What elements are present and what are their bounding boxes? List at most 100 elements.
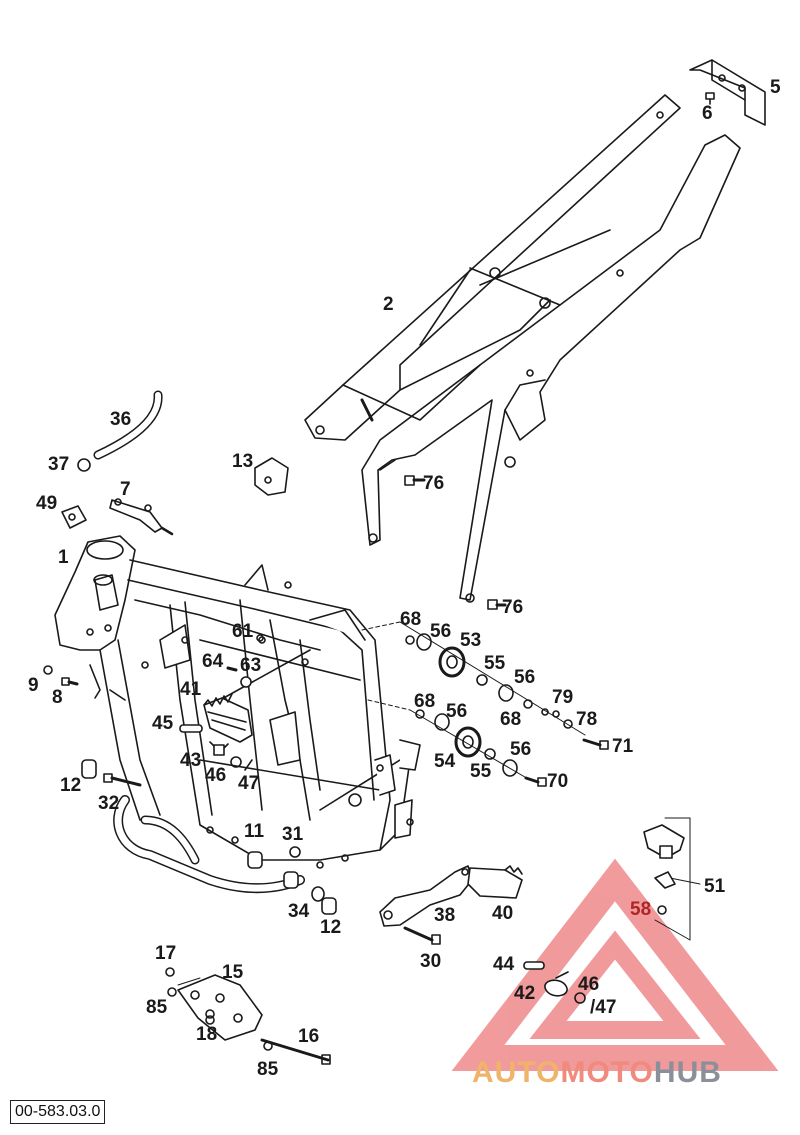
part-61-screw bbox=[258, 636, 266, 644]
part-68-ring-b bbox=[523, 699, 533, 709]
callout-11: 11 bbox=[244, 821, 265, 842]
part-16-bolt bbox=[260, 1038, 331, 1065]
part-2-subframe bbox=[304, 94, 741, 603]
part-55-spacer-a bbox=[476, 674, 488, 686]
part-76-screw-upper bbox=[404, 475, 426, 486]
part-1-cradle-tube bbox=[113, 795, 305, 894]
part-68-ring-a bbox=[405, 635, 415, 645]
part-56-bushing-a bbox=[416, 633, 432, 651]
part-36-hose bbox=[93, 390, 163, 460]
part-12-bushing-left bbox=[81, 759, 97, 779]
part-54-bearing bbox=[454, 726, 482, 758]
part-40-footrest-plate bbox=[467, 865, 523, 899]
callout-7: 7 bbox=[120, 479, 131, 500]
part-30-bolt bbox=[403, 926, 441, 945]
drawing-code-label: 00-583.03.0 bbox=[10, 1100, 106, 1124]
callout-13: 13 bbox=[232, 451, 254, 472]
part-32-bolt bbox=[103, 773, 142, 787]
callout-70: 70 bbox=[547, 771, 569, 792]
callout-8: 8 bbox=[52, 687, 63, 708]
callout-18: 18 bbox=[196, 1024, 218, 1045]
watermark-part-hub: HUB bbox=[653, 1056, 722, 1089]
callout-79: 79 bbox=[552, 687, 574, 708]
part-42-spring bbox=[544, 971, 569, 997]
part-6-screw bbox=[705, 92, 715, 105]
part-53-bearing bbox=[438, 646, 466, 678]
callout-53: 53 bbox=[460, 630, 482, 651]
part-38-pedal bbox=[379, 865, 473, 927]
part-56-bushing-c bbox=[434, 713, 450, 731]
part-78-ring bbox=[563, 719, 573, 729]
part-17-screw bbox=[165, 967, 175, 977]
part-49-cap bbox=[61, 505, 87, 529]
callout-12-lower: 12 bbox=[320, 917, 342, 938]
callout-85-upper: 85 bbox=[146, 997, 168, 1018]
part-51-clip bbox=[654, 871, 676, 889]
callout-55-b: 55 bbox=[470, 761, 492, 782]
watermark-wordmark: AUTOMOTOHUB bbox=[472, 1058, 722, 1088]
callout-47-left: 47 bbox=[238, 773, 260, 794]
part-43-spring bbox=[209, 741, 229, 756]
callout-32: 32 bbox=[98, 793, 120, 814]
callout-36: 36 bbox=[110, 409, 132, 430]
part-7-sensor bbox=[109, 498, 174, 536]
callout-2: 2 bbox=[383, 294, 394, 315]
watermark-part-moto: MOTO bbox=[560, 1056, 654, 1089]
callout-56-a: 56 bbox=[430, 621, 452, 642]
callout-56-d: 56 bbox=[510, 739, 532, 760]
callout-71: 71 bbox=[612, 736, 634, 757]
part-12-bushing-lower bbox=[321, 897, 337, 915]
callout-38: 38 bbox=[434, 905, 456, 926]
part-15-bracket bbox=[177, 974, 263, 1041]
callout-64: 64 bbox=[202, 651, 224, 672]
part-11-bushing bbox=[247, 851, 263, 869]
callout-44: 44 bbox=[493, 954, 515, 975]
callout-30: 30 bbox=[420, 951, 442, 972]
part-31-bushing bbox=[289, 846, 301, 858]
callout-42: 42 bbox=[514, 983, 536, 1004]
part-37-clip bbox=[77, 458, 91, 472]
leader-lines bbox=[177, 621, 701, 1001]
callout-55-a: 55 bbox=[484, 653, 506, 674]
part-55-spacer-b bbox=[484, 748, 496, 760]
callout-46-right: 46 bbox=[578, 974, 600, 995]
callout-56-b: 56 bbox=[514, 667, 536, 688]
callout-1: 1 bbox=[58, 547, 69, 568]
callout-46-left: 46 bbox=[205, 765, 227, 786]
callout-68-b: 68 bbox=[414, 691, 436, 712]
callout-51: 51 bbox=[704, 876, 726, 897]
part-13-bumper bbox=[254, 457, 289, 496]
part-46-washer-left bbox=[230, 756, 242, 768]
part-58-plug bbox=[657, 905, 667, 915]
callout-15: 15 bbox=[222, 962, 244, 983]
part-9-nut bbox=[43, 665, 53, 675]
callout-56-c: 56 bbox=[446, 701, 468, 722]
watermark-part-auto: AUTO bbox=[472, 1056, 561, 1089]
callout-76-lower: 76 bbox=[502, 597, 524, 618]
callout-63: 63 bbox=[240, 655, 262, 676]
callout-43: 43 bbox=[180, 750, 202, 771]
callout-58: 58 bbox=[630, 899, 652, 920]
part-1-main-frame bbox=[54, 535, 421, 869]
callout-76-upper: 76 bbox=[423, 473, 445, 494]
part-85-screw-lower bbox=[263, 1041, 273, 1051]
callout-17: 17 bbox=[155, 943, 177, 964]
callout-49: 49 bbox=[36, 493, 58, 514]
part-5-bracket bbox=[689, 59, 766, 126]
part-56-bushing-b bbox=[498, 684, 514, 702]
callout-6: 6 bbox=[702, 103, 713, 124]
part-12-bushing-pair bbox=[283, 871, 299, 889]
part-63-bushing bbox=[240, 676, 252, 688]
callout-45: 45 bbox=[152, 713, 174, 734]
callout-37: 37 bbox=[48, 454, 70, 475]
callout-78: 78 bbox=[576, 709, 598, 730]
callout-9: 9 bbox=[28, 675, 39, 696]
part-85-screw-upper bbox=[167, 987, 177, 997]
callout-68-c: 68 bbox=[500, 709, 522, 730]
part-47-cotter-left bbox=[244, 759, 253, 771]
part-76-screw-lower bbox=[487, 599, 507, 610]
callout-16: 16 bbox=[298, 1026, 320, 1047]
callout-41: 41 bbox=[180, 679, 202, 700]
part-44-pin bbox=[523, 961, 545, 970]
